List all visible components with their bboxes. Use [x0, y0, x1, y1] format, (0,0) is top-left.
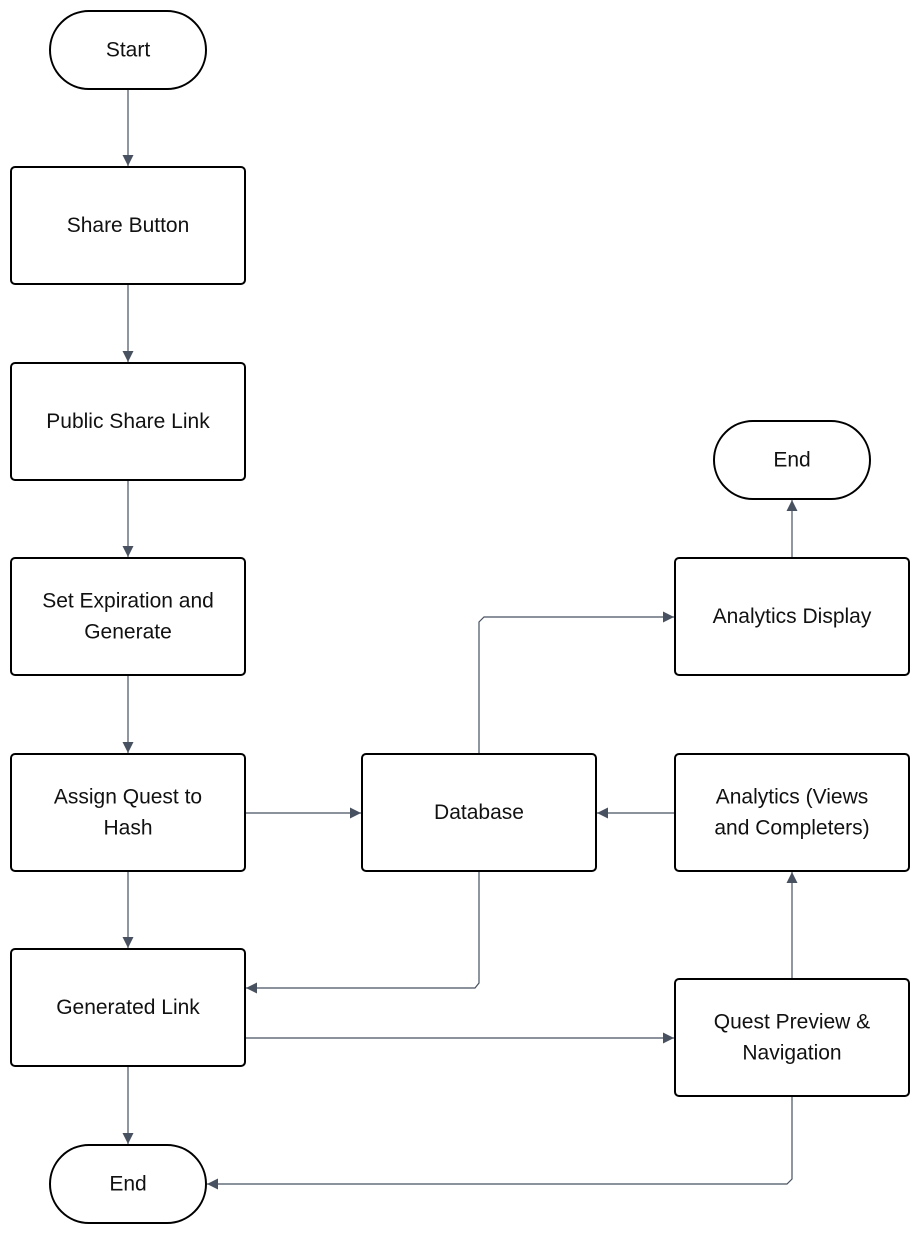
database-shape — [361, 753, 597, 872]
terminal-node-start: Start — [49, 10, 207, 90]
end-left-label: End — [109, 1173, 146, 1196]
process-node-quest-preview: Quest Preview & Navigation — [674, 978, 910, 1097]
assign-quest-shape — [10, 753, 246, 872]
terminal-node-end-left: End — [49, 1144, 207, 1224]
process-node-share-button: Share Button — [10, 166, 246, 285]
set-expiration-label: Set Expiration and — [42, 590, 214, 613]
connector-quest-preview-to-end-left — [207, 1096, 793, 1190]
end-right-shape — [713, 420, 871, 500]
terminal-node-end-right: End — [713, 420, 871, 500]
public-share-link-shape — [10, 362, 246, 481]
process-node-analytics-display: Analytics Display — [674, 557, 910, 676]
set-expiration-label: Generate — [84, 621, 172, 644]
end-left-shape — [49, 1144, 207, 1224]
analytics-views-label: Analytics (Views — [716, 786, 869, 809]
process-node-analytics-views: Analytics (Views and Completers) — [674, 753, 910, 872]
connector-database-to-analytics-display — [478, 611, 674, 754]
analytics-display-shape — [674, 557, 910, 676]
quest-preview-shape — [674, 978, 910, 1097]
database-label: Database — [434, 801, 524, 824]
public-share-link-label: Public Share Link — [46, 410, 210, 433]
share-button-label: Share Button — [67, 214, 190, 237]
generated-link-shape — [10, 948, 246, 1067]
process-node-assign-quest: Assign Quest to Hash — [10, 753, 246, 872]
quest-preview-label: Quest Preview & — [714, 1011, 870, 1034]
set-expiration-shape — [10, 557, 246, 676]
end-right-label: End — [773, 449, 810, 472]
generated-link-label: Generated Link — [56, 996, 200, 1019]
quest-preview-label: Navigation — [742, 1042, 841, 1065]
connector-database-to-generated-link — [246, 871, 480, 994]
connectors — [122, 89, 798, 1190]
analytics-views-shape — [674, 753, 910, 872]
process-node-generated-link: Generated Link — [10, 948, 246, 1067]
assign-quest-label: Assign Quest to — [54, 786, 202, 809]
share-button-shape — [10, 166, 246, 285]
process-node-public-share-link: Public Share Link — [10, 362, 246, 481]
start-label: Start — [106, 39, 151, 62]
analytics-views-label: and Completers) — [714, 817, 869, 840]
start-shape — [49, 10, 207, 90]
process-node-database: Database — [361, 753, 597, 872]
assign-quest-label: Hash — [103, 817, 152, 840]
analytics-display-label: Analytics Display — [713, 605, 872, 628]
